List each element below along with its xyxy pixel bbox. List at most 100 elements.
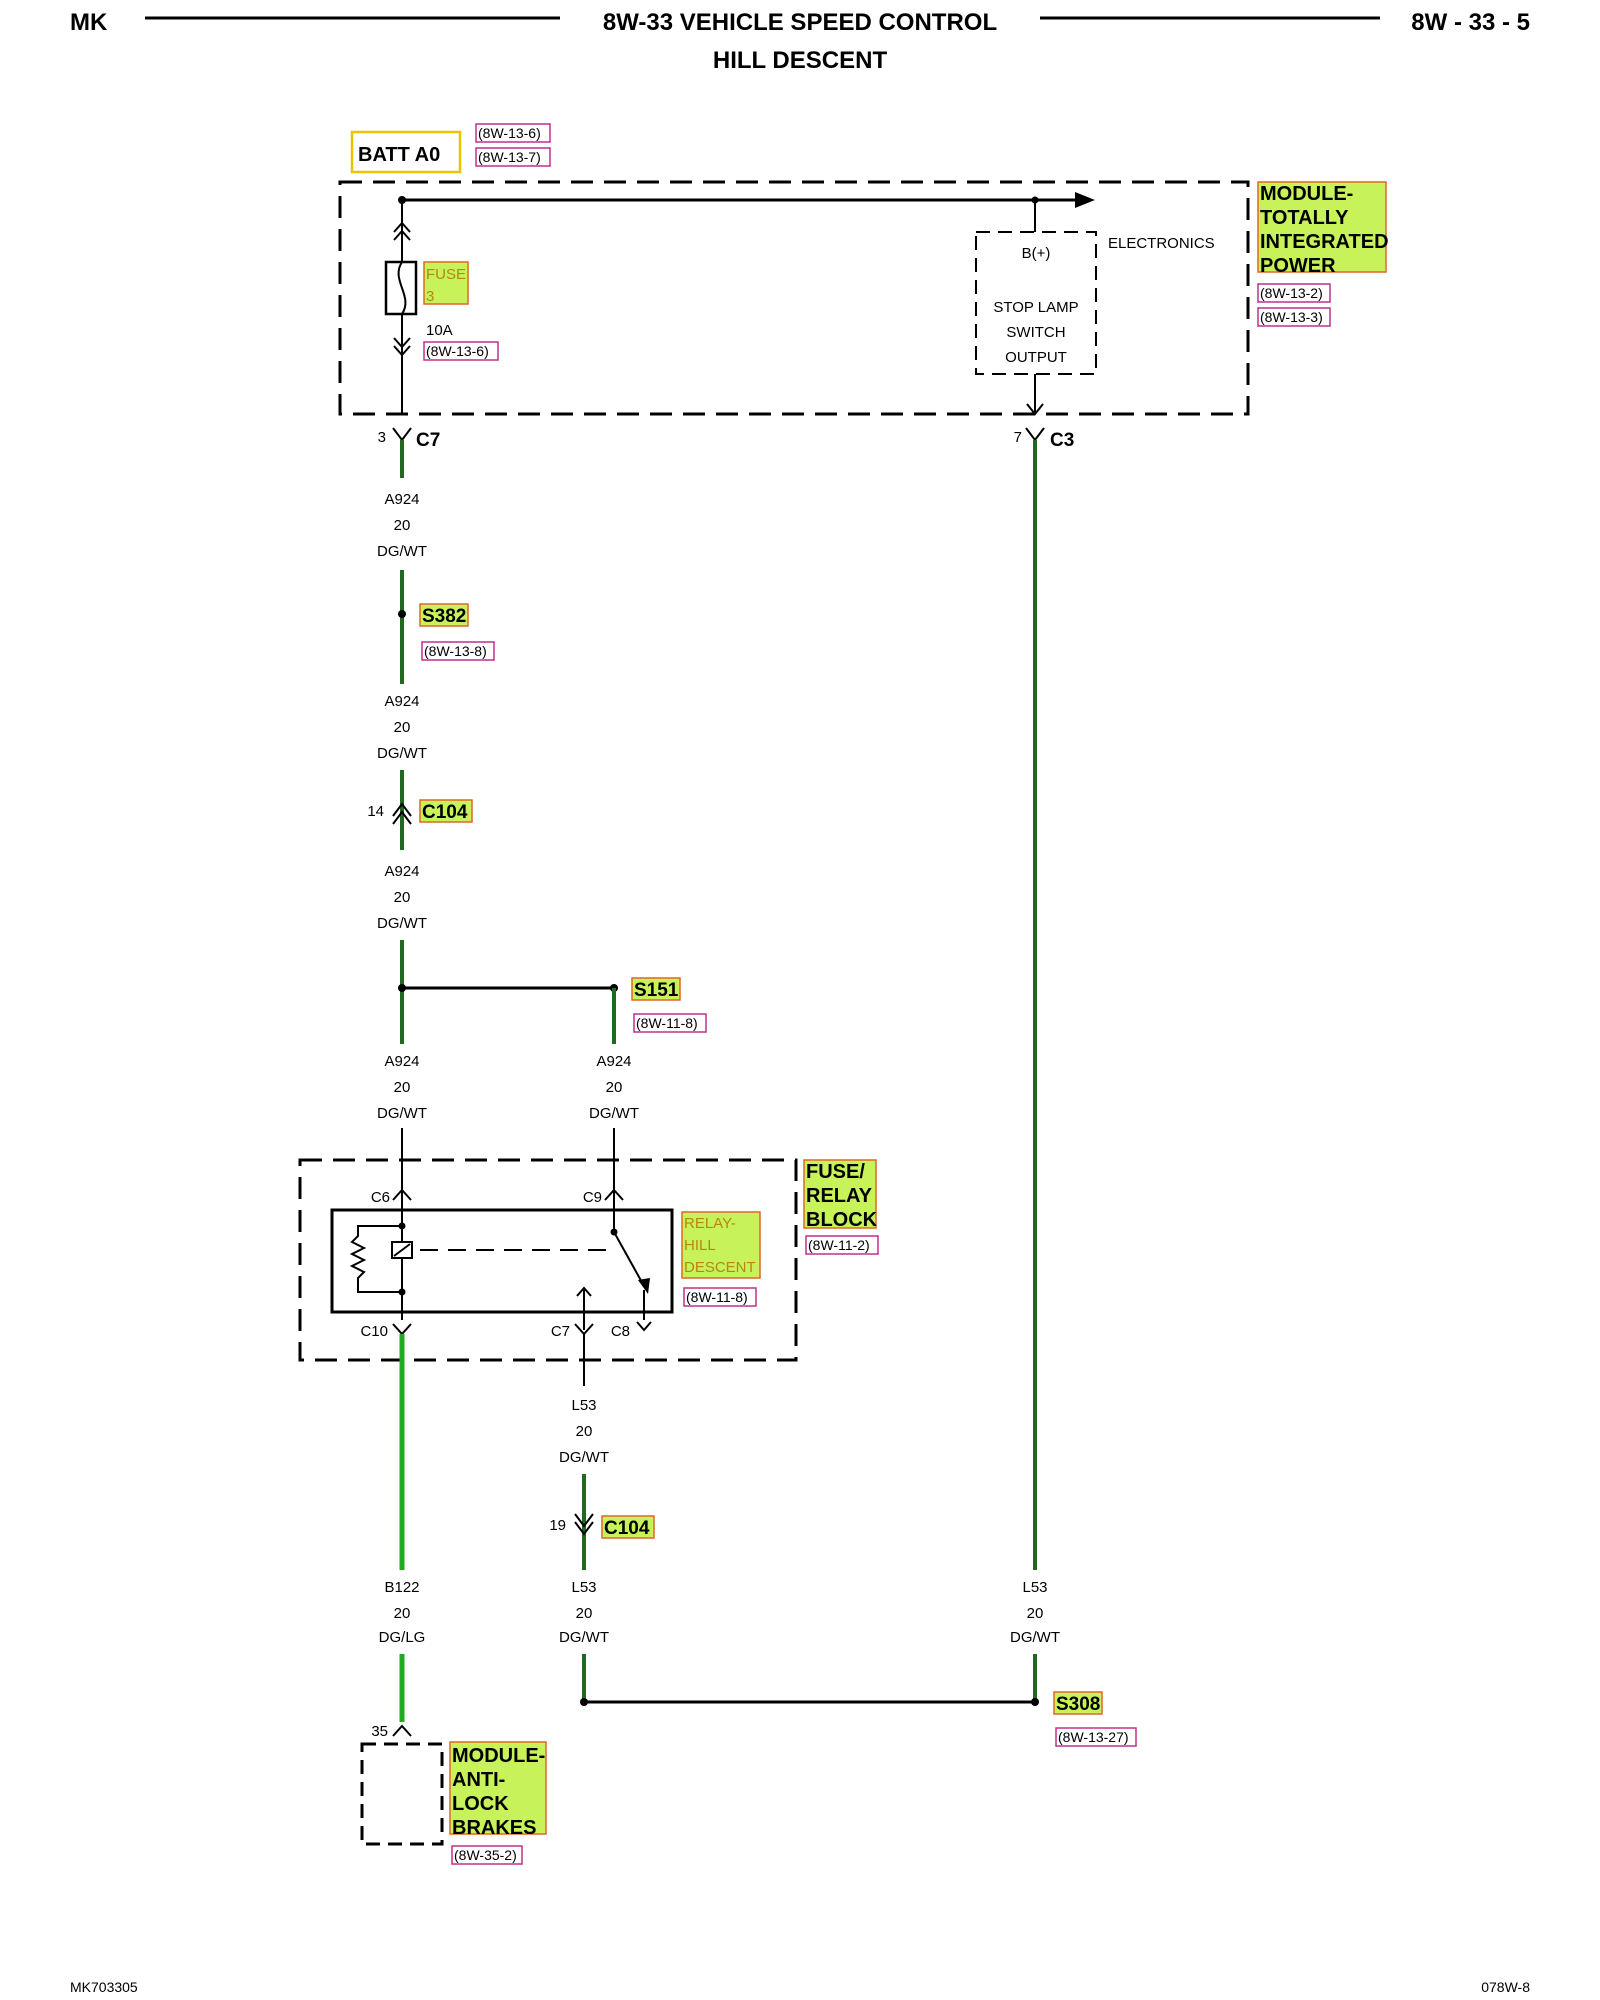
w1-circuit: A924 <box>384 491 419 508</box>
c8-symbol <box>636 1321 652 1332</box>
c7r-name: C7 <box>551 1323 570 1340</box>
stop-lamp-line2: SWITCH <box>1006 324 1065 341</box>
frb-ref: (8W-11-2) <box>808 1237 870 1253</box>
c104a-name: C104 <box>422 802 468 823</box>
batt-ref2-box <box>475 147 551 167</box>
c3-pin: 7 <box>1014 429 1022 446</box>
frb-name-line1: FUSE/ <box>806 1161 865 1183</box>
c104a-symbol2 <box>392 810 412 825</box>
abs-pin: 35 <box>371 1723 388 1740</box>
c104a-symbol <box>392 802 412 817</box>
w2-color: DG/WT <box>377 745 427 762</box>
resistor-loop <box>349 1225 402 1293</box>
w1-color: DG/WT <box>377 543 427 560</box>
w7-color: DG/LG <box>379 1629 426 1646</box>
w5-gauge: 20 <box>606 1079 623 1096</box>
w6-gauge: 20 <box>576 1423 593 1440</box>
s308-box <box>1053 1691 1103 1715</box>
fuse-name-line1: FUSE <box>426 266 466 283</box>
w4-circuit: A924 <box>384 1053 419 1070</box>
c10-symbol <box>392 1323 412 1336</box>
s151-box <box>631 977 681 1001</box>
abs-pin-symbol <box>392 1724 412 1737</box>
w9-circuit: L53 <box>1022 1579 1047 1596</box>
batt-label: BATT A0 <box>358 144 440 166</box>
c104b-pin: 19 <box>549 1517 566 1534</box>
fuse-name-line2: 3 <box>426 288 434 305</box>
w9-gauge: 20 <box>1027 1605 1044 1622</box>
bplus-label: B(+) <box>1022 245 1051 262</box>
fuse-amp: 10A <box>426 322 453 339</box>
s151-ref: (8W-11-8) <box>636 1015 698 1031</box>
tipm-name-line4: POWER <box>1260 255 1336 277</box>
switch-nc-head <box>576 1286 592 1297</box>
tipm-name-box <box>1257 181 1387 273</box>
c7-pin: 3 <box>378 429 386 446</box>
abs-name-line2: ANTI- <box>452 1769 505 1791</box>
tipm-name-line1: MODULE- <box>1260 183 1353 205</box>
w3-gauge: 20 <box>394 889 411 906</box>
abs-ref-box <box>451 1845 523 1865</box>
s382-dot <box>398 610 406 618</box>
c8-name: C8 <box>611 1323 630 1340</box>
header-left: MK <box>70 9 108 36</box>
fuse-name-box <box>423 261 469 305</box>
fuse-link <box>397 261 407 315</box>
c7-connector-symbol <box>392 427 412 442</box>
c10-name: C10 <box>360 1323 388 1340</box>
tipm-ref2-box <box>1257 307 1331 327</box>
page-title: 8W-33 VEHICLE SPEED CONTROL <box>603 9 997 36</box>
fuse-ref: (8W-13-6) <box>426 343 489 359</box>
relay-name-box <box>681 1211 761 1279</box>
batt-box <box>350 130 462 174</box>
abs-name-line1: MODULE- <box>452 1745 545 1767</box>
relay-name-line2: HILL <box>684 1237 716 1254</box>
s382-ref: (8W-13-8) <box>424 643 487 659</box>
coil-diag <box>393 1243 411 1257</box>
frb-name-line2: RELAY <box>806 1185 873 1207</box>
w8-gauge: 20 <box>576 1605 593 1622</box>
stop-lamp-line3: OUTPUT <box>1005 349 1067 366</box>
switch-blade-tip <box>638 1278 650 1294</box>
w7-circuit: B122 <box>384 1579 419 1596</box>
tipm-ref2: (8W-13-3) <box>1260 309 1323 325</box>
s151-name: S151 <box>634 980 679 1001</box>
w3-circuit: A924 <box>384 863 419 880</box>
tipm-outline <box>338 180 1250 416</box>
c3-name: C3 <box>1050 430 1074 451</box>
electronics-label: ELECTRONICS <box>1108 235 1215 252</box>
switch-blade <box>613 1231 645 1287</box>
s382-name: S382 <box>422 606 466 627</box>
batt-feed-arrow <box>1075 192 1095 208</box>
w6-circuit: L53 <box>571 1397 596 1414</box>
s308-ref-box <box>1055 1727 1137 1747</box>
tipm-name-line2: TOTALLY <box>1260 207 1349 229</box>
frb-name-line3: BLOCK <box>806 1209 878 1231</box>
frb-name-box <box>803 1159 877 1229</box>
w3-color: DG/WT <box>377 915 427 932</box>
relay-ref: (8W-11-8) <box>686 1289 748 1305</box>
w8-circuit: L53 <box>571 1579 596 1596</box>
relay-ref-box <box>683 1287 757 1307</box>
footer-left: MK703305 <box>70 1979 138 1995</box>
w8-color: DG/WT <box>559 1629 609 1646</box>
w6-color: DG/WT <box>559 1449 609 1466</box>
w2-circuit: A924 <box>384 693 419 710</box>
fuse-ref-box <box>423 341 499 361</box>
page-subtitle: HILL DESCENT <box>713 47 888 74</box>
c9-name: C9 <box>583 1189 602 1206</box>
abs-name-line4: BRAKES <box>452 1817 536 1839</box>
c104b-name: C104 <box>604 1518 650 1539</box>
s308-ref: (8W-13-27) <box>1058 1729 1129 1745</box>
c3-connector-symbol <box>1025 427 1045 442</box>
c104b-box <box>601 1515 655 1539</box>
w4-gauge: 20 <box>394 1079 411 1096</box>
s382-box <box>419 603 469 627</box>
s308-dot <box>1031 1698 1039 1706</box>
s151-ref-box <box>633 1013 707 1033</box>
s308-name: S308 <box>1056 1694 1100 1715</box>
relay-name-line3: DESCENT <box>684 1259 756 1276</box>
c6-name: C6 <box>371 1189 390 1206</box>
s308-left-dot <box>580 1698 588 1706</box>
